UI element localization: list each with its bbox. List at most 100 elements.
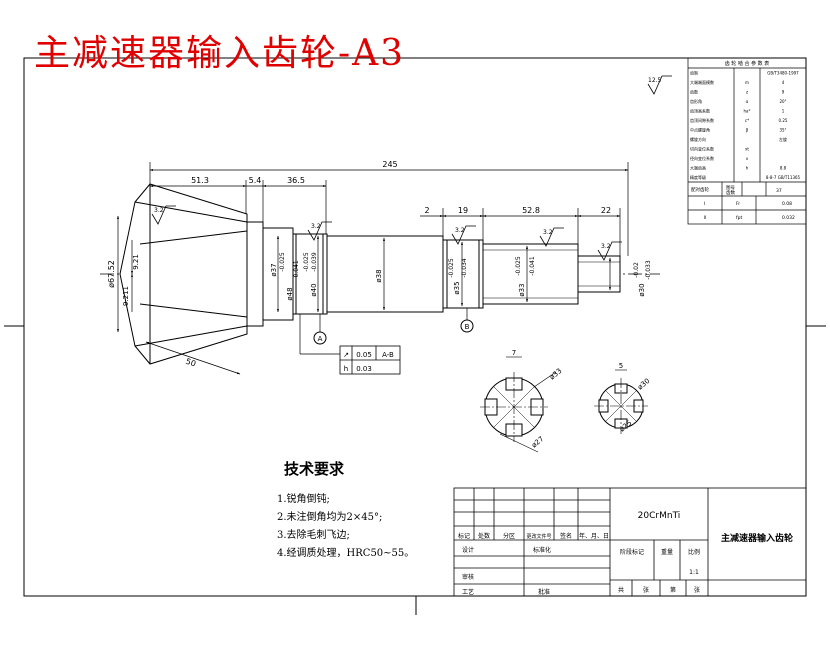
svg-text:-0.033: -0.033 (645, 260, 652, 280)
gear-param-value: 9 (782, 90, 785, 95)
gear-param-value: 8-8-7 GB/T11365 (766, 175, 801, 180)
svg-text:0.03: 0.03 (356, 365, 372, 373)
svg-text:50: 50 (185, 357, 198, 369)
requirement-item: 4.经调质处理，HRC50~55。 (277, 548, 415, 559)
dimension-texts: 245 51.3 5.4 36.5 2 19 52.8 22 50 ø67.52… (107, 160, 652, 369)
svg-text:主减速器输入齿轮: 主减速器输入齿轮 (721, 532, 793, 544)
svg-text:ø48: ø48 (286, 287, 294, 300)
gear-param-name: 中点螺旋角 (690, 127, 710, 133)
section-view-right (594, 369, 648, 434)
svg-text:22: 22 (601, 206, 611, 215)
svg-text:9.21: 9.21 (132, 254, 140, 270)
geometric-tolerance-frame (339, 345, 401, 375)
gear-param-name: 螺旋方向 (690, 136, 706, 142)
gear-param-value: 35° (779, 128, 786, 133)
svg-text:-0.034: -0.034 (461, 258, 468, 278)
svg-text:标准化: 标准化 (533, 546, 551, 554)
gear-pair-row: 配对齿轮 图号 齿数 37 Ⅰ Fr 0.08 Ⅱ fpt 0.032 (691, 185, 795, 221)
roughness-values: 12.5 3.2 3.2 3.2 3.2 3.2 (154, 77, 662, 250)
svg-text:-0.041: -0.041 (293, 260, 300, 280)
svg-text:-0.025: -0.025 (448, 258, 455, 278)
svg-text:3.2: 3.2 (311, 223, 321, 230)
gear-param-name: 齿数 (690, 89, 698, 95)
svg-text:处数: 处数 (478, 532, 490, 540)
svg-text:-0.039: -0.039 (311, 252, 318, 272)
svg-text:ø35: ø35 (453, 281, 461, 294)
svg-text:B: B (465, 323, 470, 331)
requirement-item: 1.锐角倒钝; (277, 494, 330, 505)
svg-text:签名: 签名 (560, 532, 572, 540)
datum-a: A (313, 331, 327, 345)
svg-text:245: 245 (382, 160, 397, 169)
svg-text:5: 5 (619, 362, 623, 370)
gear-param-value: 20° (779, 99, 786, 104)
svg-text:齿 轮 啮 合 参 数 表: 齿 轮 啮 合 参 数 表 (725, 60, 770, 67)
roughness-symbols (151, 75, 672, 261)
gear-param-name: 切向变位系数 (690, 146, 714, 152)
svg-text:ø30: ø30 (638, 283, 646, 296)
svg-text:A-B: A-B (382, 351, 394, 359)
tolerance-frame-text: ↗ 0.05 A-B h 0.03 (343, 351, 394, 373)
svg-text:ø33: ø33 (548, 367, 563, 382)
gear-param-name: 精度等级 (690, 174, 706, 180)
gear-param-value: 1 (782, 109, 785, 114)
svg-text:ø67.52: ø67.52 (107, 260, 116, 288)
svg-text:ø37: ø37 (270, 263, 278, 276)
gear-param-name: 大端端面模数 (690, 79, 714, 85)
dimension-lines (116, 162, 629, 375)
svg-text:年、月、日: 年、月、日 (579, 532, 609, 540)
gear-param-name: 齿顶高系数 (690, 108, 710, 114)
svg-text:ø33: ø33 (518, 283, 526, 296)
gear-param-name: 大端齿高 (690, 165, 706, 171)
svg-text:51.3: 51.3 (191, 176, 209, 185)
svg-text:1:1: 1:1 (689, 569, 699, 576)
gear-param-symbol: h (746, 166, 749, 171)
svg-text:标记: 标记 (458, 532, 470, 540)
svg-text:h: h (344, 365, 348, 373)
gear-parameter-text: 齿 轮 啮 合 参 数 表 (725, 60, 770, 67)
svg-text:A: A (318, 335, 323, 343)
svg-text:配对齿轮: 配对齿轮 (691, 186, 709, 193)
frame-center-marks (4, 325, 826, 615)
svg-text:3.2: 3.2 (154, 207, 164, 214)
svg-text:7: 7 (512, 349, 516, 357)
svg-text:↗: ↗ (343, 351, 349, 359)
gear-parameter-table (687, 57, 807, 225)
gear-param-value: 左旋 (779, 136, 787, 142)
svg-text:-0.025: -0.025 (303, 252, 310, 272)
svg-text:共: 共 (618, 586, 624, 594)
svg-text:ø27: ø27 (530, 435, 545, 450)
gear-param-value: 4 (782, 80, 785, 85)
title-block (453, 487, 807, 597)
svg-text:5.4: 5.4 (249, 176, 262, 185)
svg-text:比例: 比例 (688, 548, 700, 556)
gear-param-symbol: ha* (744, 109, 751, 114)
technical-requirements-heading: 技术要求 (284, 460, 345, 478)
svg-text:9.211: 9.211 (122, 286, 130, 306)
drawing-title: 主减速器输入齿轮-A3 (34, 33, 406, 74)
gear-param-value: 8.8 (780, 166, 787, 171)
svg-text:19: 19 (458, 206, 468, 215)
svg-text:0.08: 0.08 (782, 201, 792, 207)
svg-text:20CrMnTi: 20CrMnTi (638, 511, 681, 521)
gear-param-value: 0.25 (779, 118, 788, 123)
drawing-frame (23, 57, 807, 597)
svg-text:更改文件号: 更改文件号 (526, 533, 551, 540)
svg-text:ø30: ø30 (636, 377, 651, 392)
svg-text:37: 37 (776, 188, 782, 194)
svg-text:重量: 重量 (661, 548, 673, 556)
svg-text:ø38: ø38 (375, 269, 383, 282)
gear-param-symbol: β (746, 128, 749, 133)
requirement-item: 3.去除毛刺飞边; (277, 530, 350, 541)
svg-text:0.032: 0.032 (782, 215, 795, 221)
svg-text:审核: 审核 (462, 573, 474, 581)
gear-param-symbol: z (746, 90, 748, 95)
svg-text:-0.041: -0.041 (529, 256, 536, 276)
svg-text:设计: 设计 (462, 546, 474, 554)
gear-param-symbol: m (745, 80, 749, 85)
svg-text:齿数: 齿数 (726, 189, 735, 196)
gear-param-name: 齿顶间隙系数 (690, 117, 714, 123)
gear-param-symbol: α (746, 99, 749, 104)
